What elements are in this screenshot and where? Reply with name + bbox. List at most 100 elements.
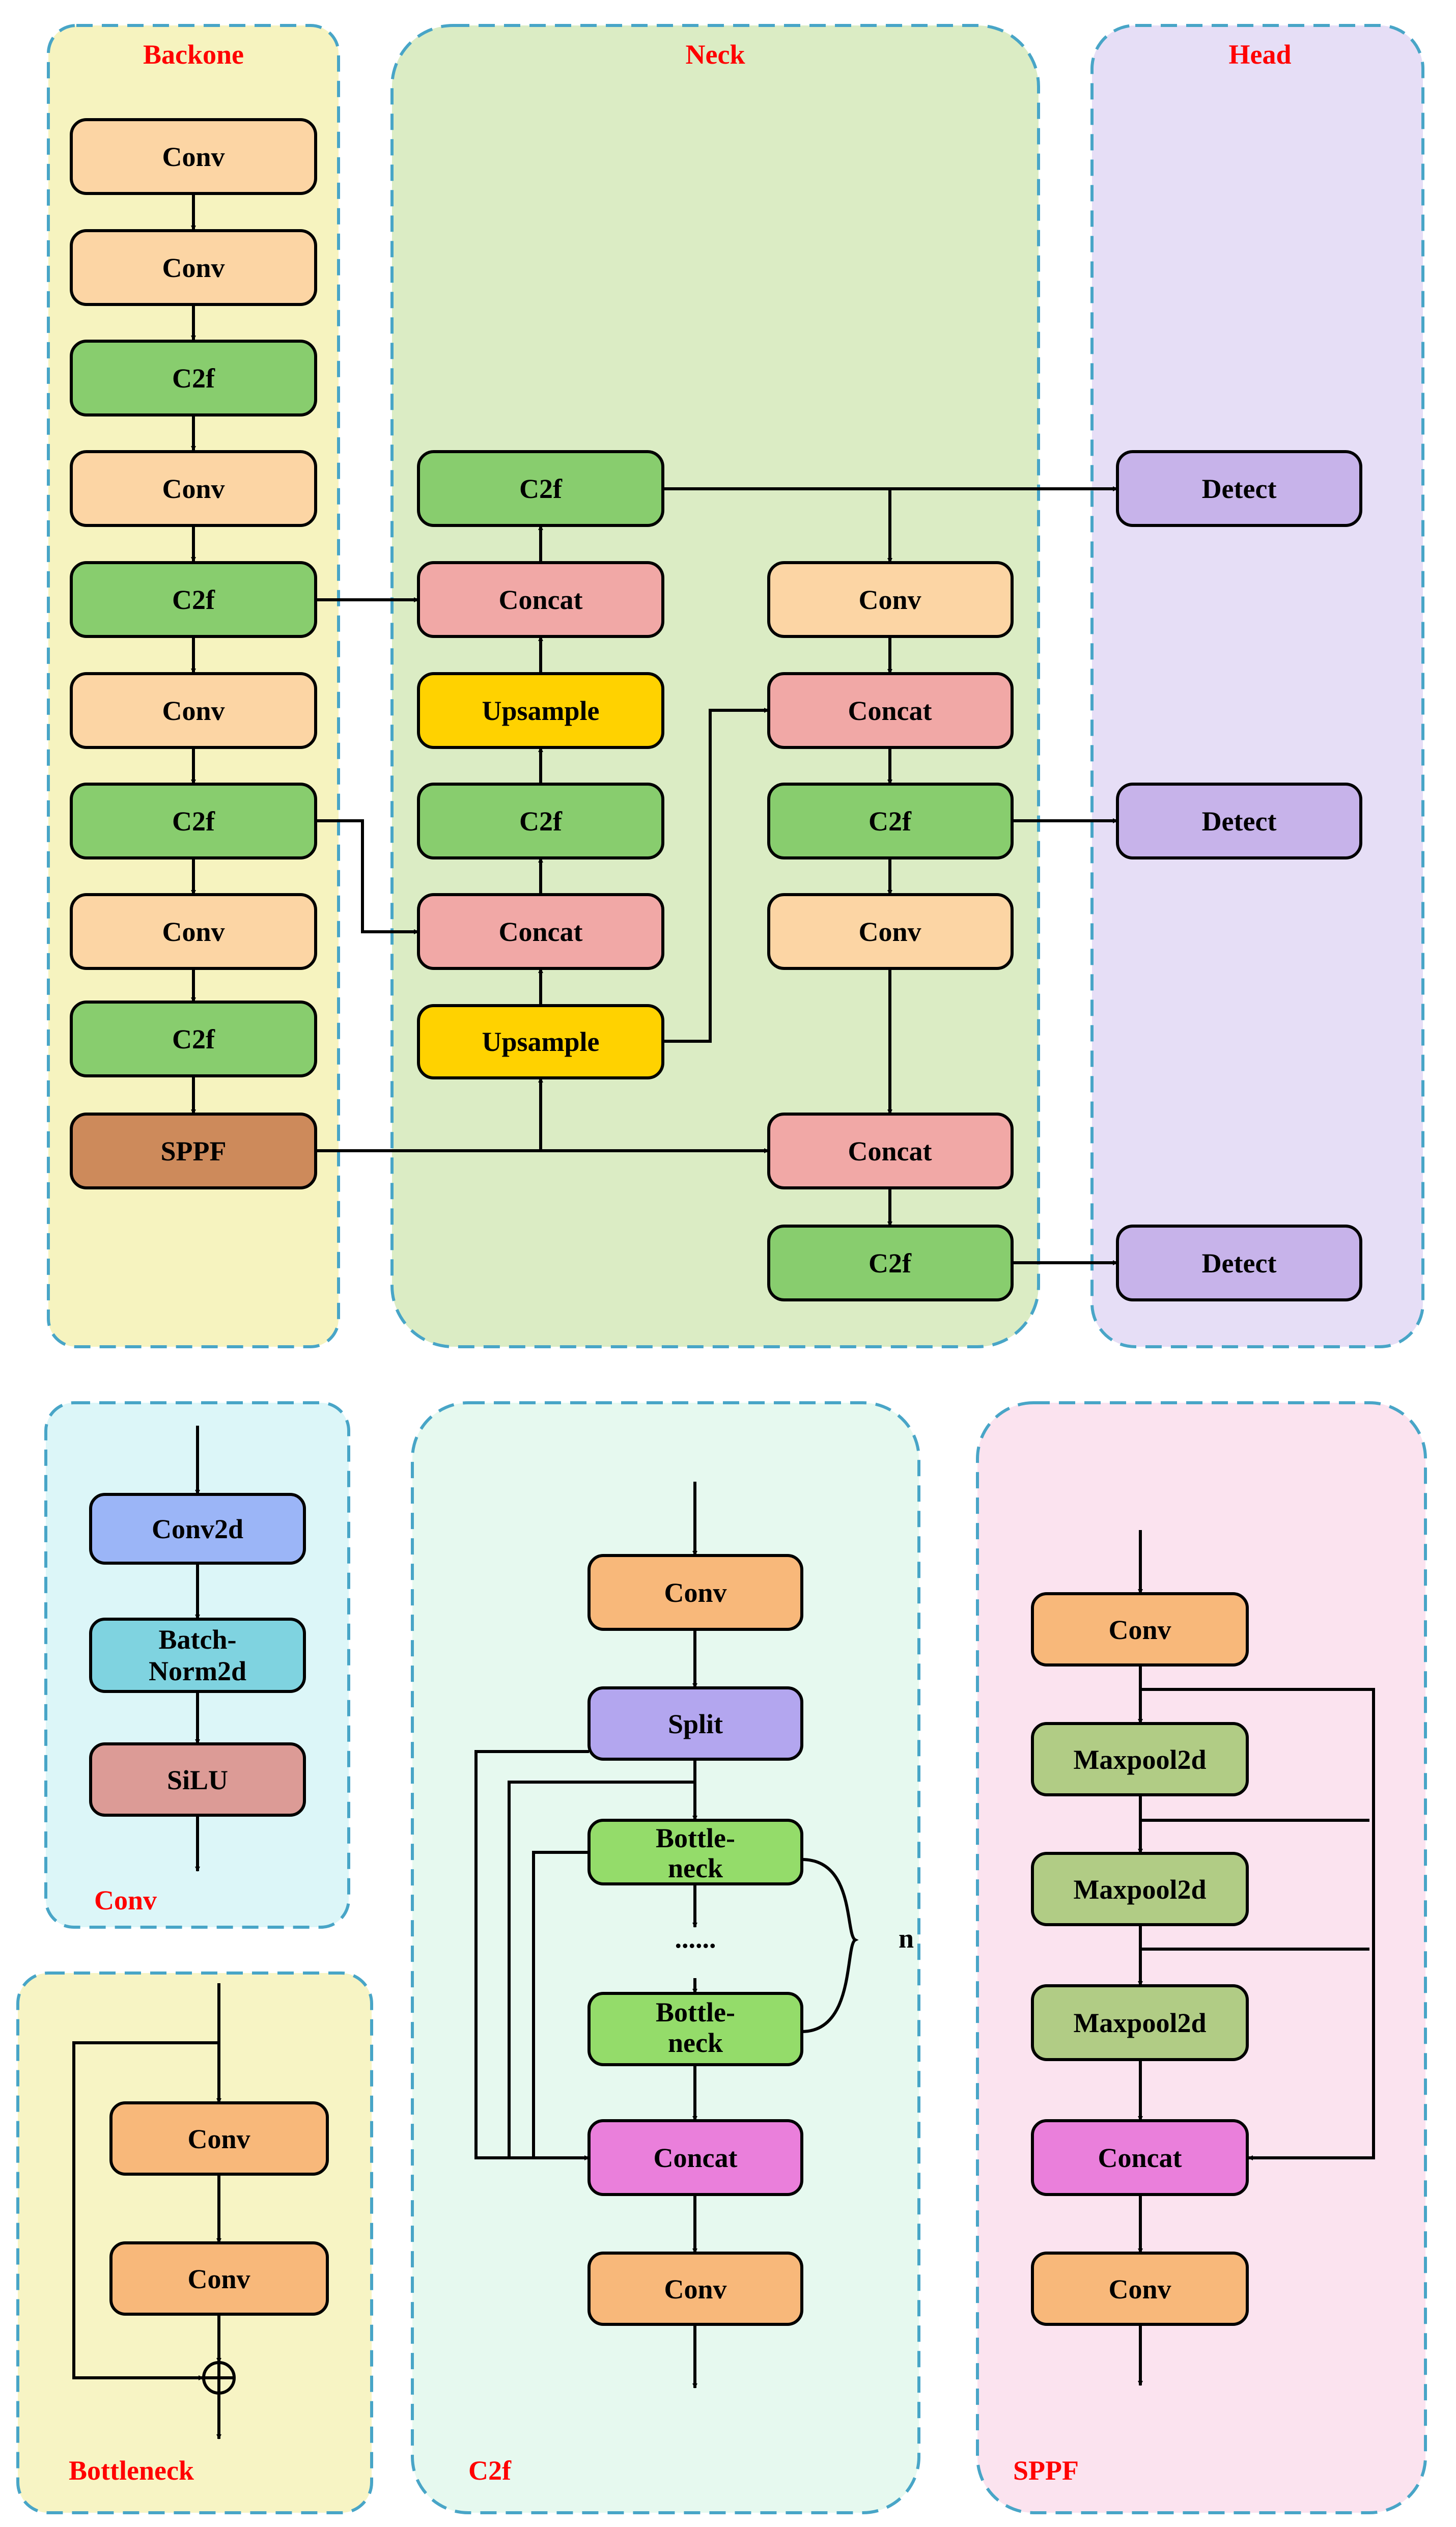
- block-label-line1: Bottle-: [656, 1823, 735, 1853]
- c2f-module-panel: C2f: [411, 1401, 920, 2514]
- c2f-bottleneck-block: [587, 1992, 803, 2066]
- backbone-block-2: Conv: [70, 229, 317, 306]
- c2f-split-block: [587, 1686, 803, 1761]
- block-label-line2: neck: [668, 1853, 723, 1883]
- block-label: C2f: [519, 474, 563, 504]
- block-label: Conv: [187, 2264, 250, 2294]
- head-detect-2: Detect: [1116, 783, 1362, 859]
- block-label: Concat: [499, 917, 583, 947]
- neck-right-block-3: C2f: [767, 783, 1014, 859]
- c2f-split-group: Split: [587, 1686, 803, 1761]
- block-label: Concat: [654, 2143, 738, 2173]
- block-label: Conv: [664, 1577, 726, 1608]
- neck-concat-block: [417, 893, 664, 970]
- block-label: C2f: [869, 1248, 912, 1279]
- batchnorm2d-block: [89, 1618, 306, 1693]
- c2f-module-title: C2f: [468, 2455, 512, 2486]
- neck-right-block-1: Conv: [767, 561, 1014, 638]
- neck-conv-block: [767, 561, 1014, 638]
- sppf-concat-group: Concat: [1031, 2119, 1249, 2196]
- block-label-line2: neck: [668, 2028, 723, 2058]
- conv2d-block: [89, 1493, 306, 1565]
- block-label: C2f: [172, 585, 215, 615]
- block-label: C2f: [519, 806, 563, 837]
- bottleneck-module-title: Bottleneck: [69, 2455, 194, 2486]
- sppf-maxpool-block: [1031, 1852, 1249, 1926]
- backbone-title: Backone: [143, 39, 244, 70]
- block-label: Conv2d: [152, 1514, 243, 1544]
- sppf-conv-block: [1031, 2252, 1249, 2326]
- bottleneck-conv-2-group: Conv: [109, 2241, 329, 2316]
- neck-left-block-5: Concat: [417, 893, 664, 970]
- sppf-conv-bottom-group: Conv: [1031, 2252, 1249, 2326]
- neck-concat-block: [767, 1113, 1014, 1189]
- backbone-block-1: Conv: [70, 118, 317, 195]
- backbone-block-4: Conv: [70, 450, 317, 527]
- sppf-maxpool-block: [1031, 1722, 1249, 1796]
- backbone-block-8: Conv: [70, 893, 317, 970]
- bottleneck-conv-1-group: Conv: [109, 2101, 329, 2176]
- block-label: Conv: [1108, 1615, 1171, 1645]
- backbone-c2f-block: [70, 340, 317, 416]
- sppf-conv-top-group: Conv: [1031, 1592, 1249, 1667]
- sppf-maxpool-block: [1031, 1984, 1249, 2061]
- block-label: Detect: [1202, 474, 1277, 504]
- neck-right-block-6: C2f: [767, 1225, 1014, 1301]
- block-label: Conv: [1108, 2274, 1171, 2304]
- block-label: Concat: [1098, 2143, 1182, 2173]
- c2f-bottleneck-2-group: Bottle- neck: [587, 1992, 803, 2066]
- block-label: SPPF: [161, 1136, 227, 1167]
- block-label: Conv: [162, 142, 225, 172]
- block-label: Conv: [162, 696, 225, 726]
- neck-c2f-block: [417, 783, 664, 859]
- block-label: Conv: [858, 585, 921, 615]
- bottleneck-conv-block: [109, 2241, 329, 2316]
- sppf-maxpool-1-group: Maxpool2d: [1031, 1722, 1249, 1796]
- backbone-block-3: C2f: [70, 340, 317, 416]
- block-label: C2f: [869, 806, 912, 837]
- c2f-concat-block: [587, 2119, 803, 2196]
- sppf-maxpool-3-group: Maxpool2d: [1031, 1984, 1249, 2061]
- sppf-module-panel: SPPF: [976, 1401, 1427, 2514]
- neck-c2f-block: [417, 450, 664, 527]
- head-title: Head: [1228, 39, 1291, 70]
- block-label: Maxpool2d: [1073, 2008, 1206, 2038]
- neck-upsample-block: [417, 672, 664, 749]
- c2f-conv-block: [587, 1554, 803, 1631]
- neck-title: Neck: [686, 39, 745, 70]
- sppf-maxpool-2-group: Maxpool2d: [1031, 1852, 1249, 1926]
- neck-left-block-6: Upsample: [417, 1004, 664, 1079]
- block-label: Conv: [858, 917, 921, 947]
- block-label: Upsample: [482, 696, 599, 726]
- neck-left-block-1: C2f: [417, 450, 664, 527]
- neck-left-block-4: C2f: [417, 783, 664, 859]
- c2f-bottleneck-1-group: Bottle- neck: [587, 1819, 803, 1885]
- block-label: Detect: [1202, 1248, 1277, 1279]
- neck-connectors: [316, 486, 1118, 1265]
- conv-module-title: Conv: [94, 1885, 157, 1915]
- sppf-conv-block: [1031, 1592, 1249, 1667]
- neck-right-block-2: Concat: [767, 672, 1014, 749]
- sppf-module-connectors: [1138, 1530, 1375, 2386]
- bottleneck-conv-block: [109, 2101, 329, 2176]
- conv2d-block-group: Conv2d: [89, 1493, 306, 1565]
- c2f-module-connectors: [474, 1482, 859, 2389]
- backbone-conv-block: [70, 672, 317, 749]
- block-label: Conv: [162, 253, 225, 283]
- backbone-block-7: C2f: [70, 783, 317, 859]
- head-panel: Head: [1090, 24, 1424, 1348]
- backbone-block-9: C2f: [70, 1001, 317, 1077]
- backbone-conv-block: [70, 450, 317, 527]
- neck-concat-block: [417, 561, 664, 638]
- sppf-concat-block: [1031, 2119, 1249, 2196]
- c2f-bottleneck-block: [587, 1819, 803, 1885]
- block-label: Split: [668, 1709, 723, 1739]
- block-label-line1: Bottle-: [656, 1997, 735, 2028]
- detect-block: [1116, 1225, 1362, 1301]
- silu-block: [89, 1742, 306, 1817]
- block-label: Maxpool2d: [1073, 1874, 1206, 1905]
- block-label: Concat: [848, 1136, 932, 1167]
- block-label: Conv: [664, 2274, 726, 2304]
- backbone-conv-block: [70, 118, 317, 195]
